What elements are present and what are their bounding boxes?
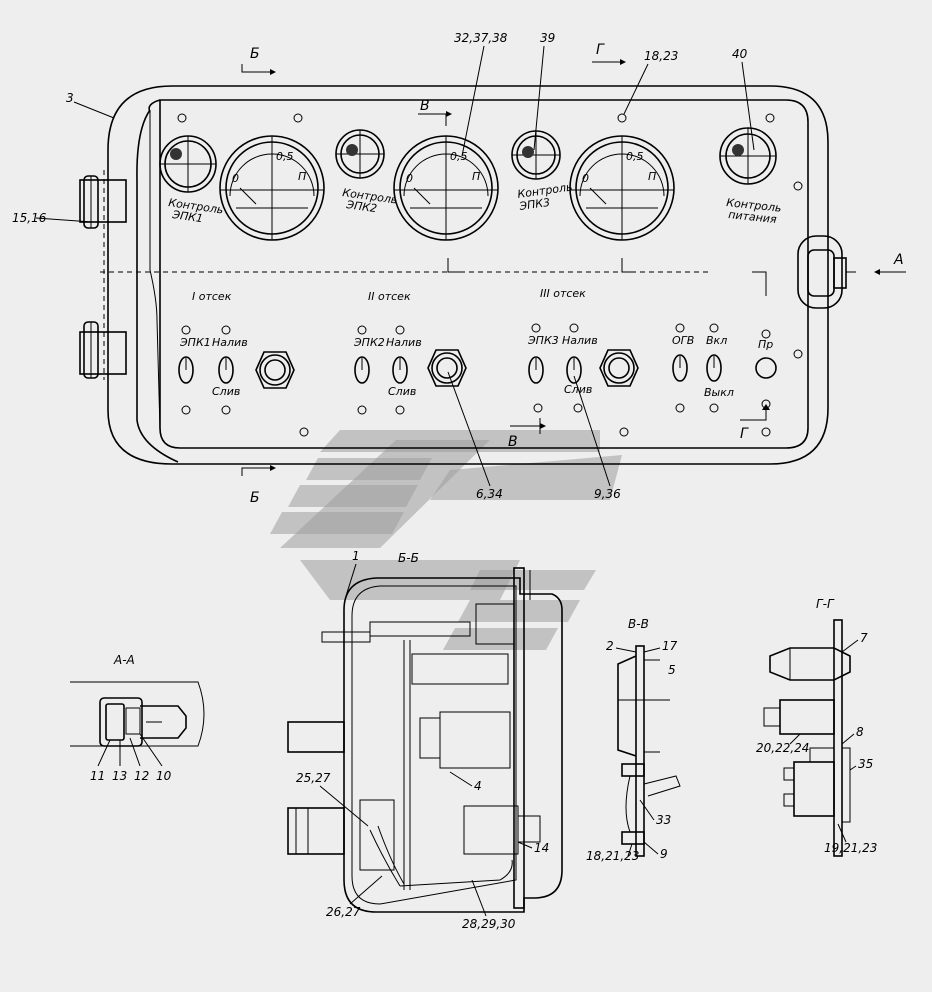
gauge-2-zero: 0 [406, 172, 413, 185]
section-marks: Б Б В В Г Г А [241, 42, 906, 506]
view-vv-label-17: 17 [662, 639, 678, 653]
gauge-3-half: 0,5 [626, 150, 644, 163]
switch-group-power: ОГВ Вкл Выкл Пр [672, 334, 777, 399]
callouts: 3 15,16 32,37,38 39 18,23 40 6,34 9,36 [12, 31, 755, 501]
view-vv-label-2: 2 [606, 639, 614, 653]
view-gg-label-8: 8 [856, 725, 864, 739]
view-v-v: В-В 2 17 5 33 18,21,23 9 [586, 617, 681, 863]
switch-ogv-label: ОГВ [672, 334, 694, 347]
callout-6-34: 6,34 [476, 487, 503, 501]
panel-screws [177, 113, 803, 437]
switch-epk1-label: ЭПК1 [179, 336, 211, 349]
view-gg-label-19-21-23: 19,21,23 [824, 841, 877, 855]
view-aa-title: А-А [113, 653, 135, 667]
fuse-pr-label: Пр [758, 338, 773, 351]
switch-on-label: Вкл [706, 334, 727, 347]
hex-nut-3 [599, 349, 639, 387]
gauge-3: 0 0,5 П [569, 135, 675, 241]
callout-9-36: 9,36 [594, 487, 621, 501]
view-bb-label-14: 14 [534, 841, 549, 855]
view-bb-label-26-27: 26,27 [326, 905, 361, 919]
callout-40: 40 [732, 47, 748, 61]
gauge-2-half: 0,5 [450, 150, 468, 163]
switch-group-3: ЭПК3 Налив Слив [527, 334, 598, 396]
section-b-top: Б [250, 46, 260, 62]
view-b-b: Б-Б 1 4 25,27 26,27 14 28,29,30 [287, 549, 563, 931]
gauge-1-full: П [298, 170, 306, 183]
label-epk3-line2: ЭПК3 [518, 196, 551, 213]
gauge-1-half: 0,5 [276, 150, 294, 163]
label-power-line1: Контроль [726, 196, 782, 215]
callout-32-37-38: 32,37,38 [454, 31, 508, 45]
label-epk1-line2: ЭПК1 [171, 208, 204, 225]
lamp-epk3 [511, 130, 561, 180]
view-aa-label-10: 10 [156, 769, 172, 783]
lamp-epk2 [335, 129, 385, 179]
lamp-power [719, 127, 777, 185]
lamp-labels: Контроль ЭПК1 Контроль ЭПК2 Контроль ЭПК… [168, 180, 783, 226]
label-power-line2: питания [728, 208, 778, 226]
switch-drain2-label: Слив [388, 385, 416, 398]
callout-15-16: 15,16 [12, 211, 47, 225]
switch-group-2: ЭПК2 Налив Слив [353, 336, 422, 398]
hinge-top [79, 175, 127, 229]
gauge-2: 0 0,5 П [393, 135, 499, 241]
gauge-1-zero: 0 [232, 172, 239, 185]
hinge-bottom [79, 321, 127, 379]
gauge-2-full: П [472, 170, 480, 183]
view-vv-label-9: 9 [660, 847, 668, 861]
section-g-top: Г [596, 42, 605, 58]
section-v-bottom: В [508, 434, 518, 450]
switch-group-1: ЭПК1 Налив Слив [178, 336, 248, 398]
view-bb-label-1: 1 [352, 549, 360, 563]
view-gg-label-7: 7 [860, 631, 868, 645]
hex-nut-1 [255, 351, 295, 389]
section-v-top: В [420, 98, 430, 114]
switch-epk2-label: ЭПК2 [353, 336, 385, 349]
view-aa-label-12: 12 [134, 769, 149, 783]
callout-39: 39 [540, 31, 555, 45]
switch-off-label: Выкл [704, 386, 734, 399]
control-panel-front-view [100, 85, 829, 465]
lamp-epk1 [159, 135, 217, 193]
section-g-bottom: Г [740, 426, 749, 442]
view-bb-label-25-27: 25,27 [296, 771, 331, 785]
callout-18-23: 18,23 [644, 49, 678, 63]
view-gg-title: Г-Г [816, 597, 835, 611]
switch-fill1-label: Налив [212, 336, 248, 349]
switch-fill3-label: Налив [562, 334, 598, 347]
view-vv-label-5: 5 [668, 663, 676, 677]
hex-nut-2 [427, 349, 467, 387]
view-bb-title: Б-Б [398, 551, 419, 565]
view-vv-label-33: 33 [656, 813, 671, 827]
view-bb-label-28-29-30: 28,29,30 [462, 917, 516, 931]
switch-epk3-label: ЭПК3 [527, 334, 559, 347]
label-epk2-line2: ЭПК2 [345, 198, 378, 215]
view-a-a: А-А 11 13 12 10 [70, 653, 205, 783]
callout-3: 3 [66, 91, 74, 105]
view-bb-label-4: 4 [474, 779, 482, 793]
view-aa-label-13: 13 [112, 769, 127, 783]
watermark-logo [270, 430, 622, 650]
gauge-3-full: П [648, 170, 656, 183]
gauge-3-zero: 0 [582, 172, 589, 185]
view-vv-title: В-В [628, 617, 649, 631]
compartment-3-label: III отсек [540, 287, 586, 300]
switch-drain1-label: Слив [212, 385, 240, 398]
compartment-2-label: II отсек [368, 290, 411, 303]
view-vv-label-18-21-23: 18,21,23 [586, 849, 639, 863]
connector-right [797, 235, 856, 309]
view-g-g: Г-Г 7 8 20,22,24 35 19,21,23 [756, 597, 877, 857]
view-gg-label-35: 35 [858, 757, 873, 771]
view-gg-label-20-22-24: 20,22,24 [756, 741, 809, 755]
section-b-bottom: Б [250, 490, 260, 506]
section-a: А [893, 252, 904, 268]
switch-fill2-label: Налив [386, 336, 422, 349]
compartment-1-label: I отсек [192, 290, 232, 303]
view-aa-label-11: 11 [90, 769, 105, 783]
gauge-1: 0 0,5 П [219, 135, 325, 241]
